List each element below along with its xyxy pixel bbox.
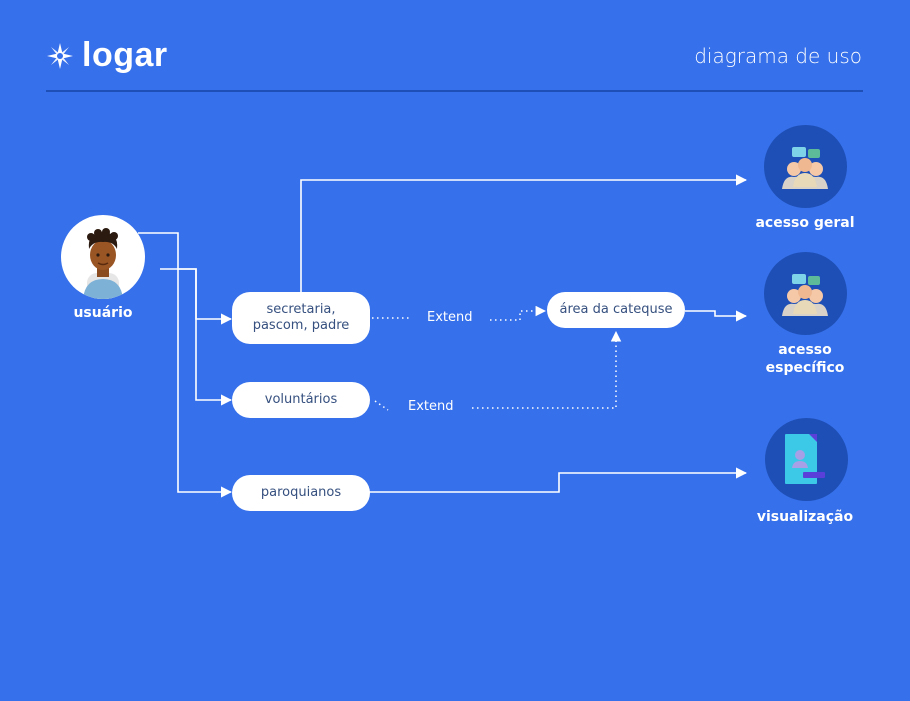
group-chat-avatar: [764, 125, 847, 208]
brand: logar: [46, 36, 168, 75]
people-chat-icon: [782, 274, 828, 316]
profile-document-icon: [785, 434, 825, 484]
people-chat-icon: [782, 147, 828, 189]
edge-extend-top-right: [490, 305, 547, 321]
extend-label-bottom: Extend: [408, 399, 454, 414]
edge-secretaria-acesso-geral: [300, 174, 748, 292]
group-chat-avatar-2: [764, 252, 847, 335]
document-avatar: [765, 418, 848, 501]
acesso-geral-label: acesso geral: [755, 215, 855, 231]
extend-label-top: Extend: [427, 310, 473, 325]
compass-star-icon: [47, 42, 73, 69]
edge-paroquianos-visualizacao: [369, 467, 748, 493]
edge-extend-bottom-right: [472, 330, 622, 409]
user-avatar: [61, 215, 145, 299]
use-case-paroquianos[interactable]: paroquianos: [232, 475, 370, 511]
page-subtitle: diagrama de uso: [694, 44, 862, 68]
brand-name: logar: [82, 36, 168, 74]
person-avatar-icon: [83, 228, 123, 299]
use-case-voluntarios[interactable]: voluntários: [232, 382, 370, 418]
edge-actor-paroquianos: [177, 269, 233, 498]
edge-actor-secretaria: [138, 232, 233, 325]
visualizacao-label: visualização: [756, 509, 854, 525]
header-divider: [46, 90, 863, 92]
use-case-area-catequese[interactable]: área da catequse: [547, 292, 685, 328]
edge-actor-voluntarios: [160, 268, 233, 406]
edge-catequese-acesso-especifico: [685, 310, 748, 322]
use-case-secretaria[interactable]: secretaria, pascom, padre: [232, 292, 370, 344]
edge-extend-bottom-left: [374, 400, 389, 411]
actor-label: usuário: [73, 305, 133, 321]
acesso-especifico-label: acesso específico: [765, 342, 845, 376]
